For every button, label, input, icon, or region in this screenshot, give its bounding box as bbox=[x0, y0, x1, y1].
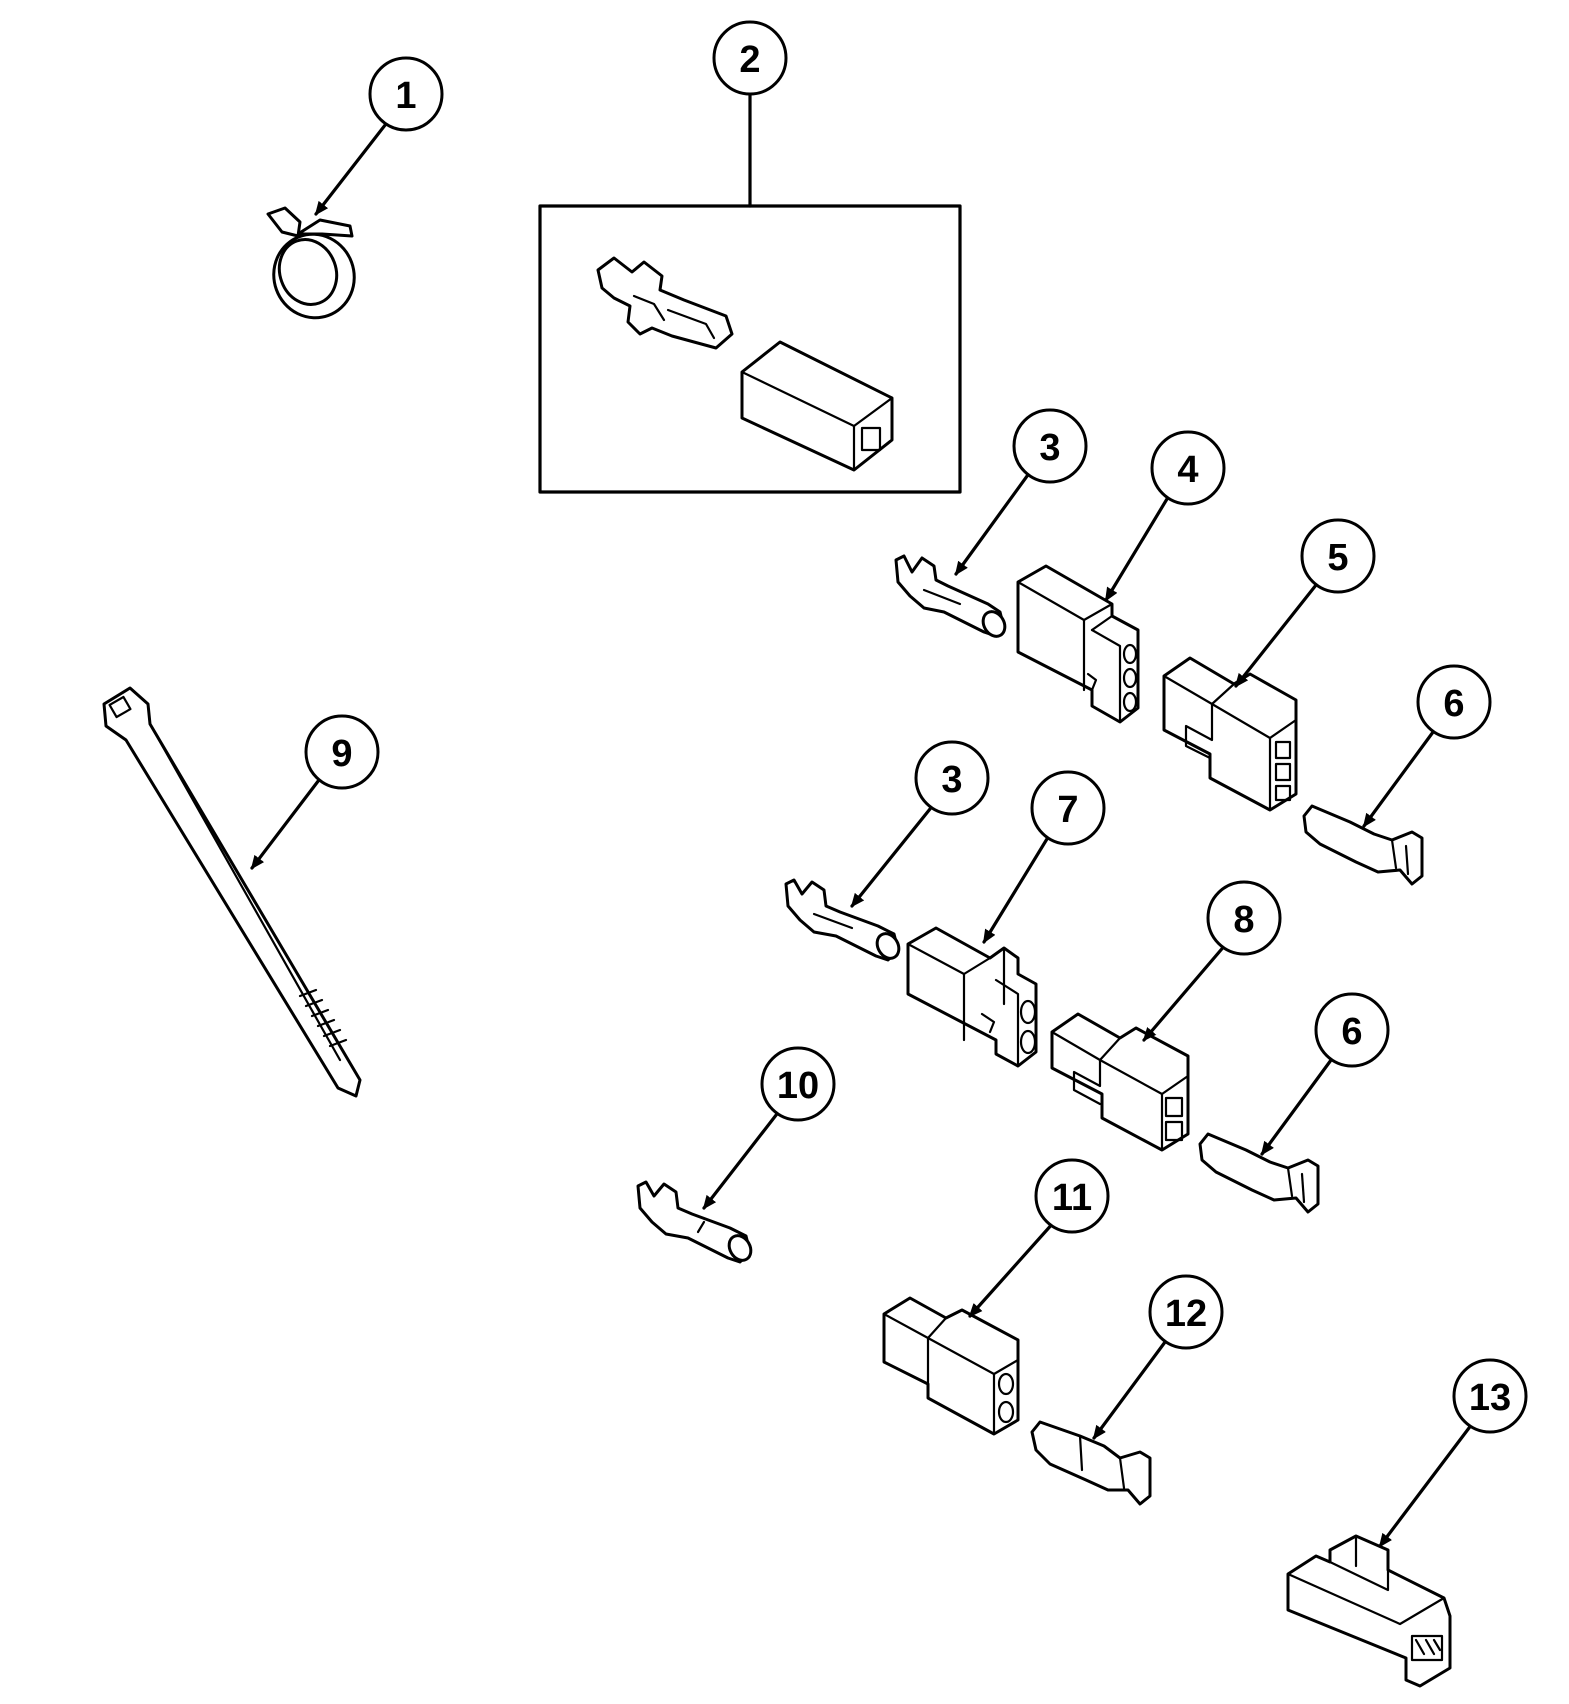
callout-10-label: 10 bbox=[777, 1065, 819, 1107]
part-7-connector-housing bbox=[906, 926, 1038, 1068]
part-6-pin-upper bbox=[1302, 804, 1424, 886]
part-6-pin-lower bbox=[1198, 1132, 1320, 1214]
callout-1: 1 bbox=[314, 56, 444, 216]
callout-13: 13 bbox=[1378, 1358, 1528, 1548]
callout-10: 10 bbox=[702, 1046, 836, 1210]
callout-11: 11 bbox=[968, 1158, 1110, 1318]
part-9-cable-tie bbox=[102, 686, 362, 1098]
callout-3-middle-label: 3 bbox=[941, 759, 962, 801]
callout-7-label: 7 bbox=[1057, 789, 1078, 831]
part-1-hose-clamp bbox=[266, 206, 356, 320]
part-10-terminal bbox=[636, 1180, 753, 1264]
part-2-terminal-kit bbox=[538, 90, 962, 494]
callout-8-label: 8 bbox=[1233, 899, 1254, 941]
callout-12: 12 bbox=[1092, 1274, 1224, 1440]
callout-2-label: 2 bbox=[739, 39, 760, 81]
part-4-connector-housing bbox=[1016, 564, 1140, 724]
callout-9: 9 bbox=[250, 714, 380, 870]
callout-3-middle: 3 bbox=[850, 740, 990, 908]
part-11-connector-housing bbox=[882, 1296, 1020, 1436]
callout-2: 2 bbox=[712, 20, 788, 96]
callout-6-upper: 6 bbox=[1362, 664, 1492, 828]
part-3-terminal-middle bbox=[784, 878, 901, 962]
callout-4-label: 4 bbox=[1177, 449, 1198, 491]
callout-6-lower-label: 6 bbox=[1341, 1011, 1362, 1053]
part-13-connector-block bbox=[1286, 1534, 1452, 1688]
callout-3-upper: 3 bbox=[954, 408, 1088, 576]
callout-12-label: 12 bbox=[1165, 1293, 1207, 1335]
callout-8: 8 bbox=[1142, 880, 1282, 1042]
callout-5-label: 5 bbox=[1327, 537, 1348, 579]
callout-11-label: 11 bbox=[1052, 1177, 1092, 1219]
part-5-receptacle bbox=[1162, 656, 1298, 812]
callout-6-upper-label: 6 bbox=[1443, 683, 1464, 725]
part-8-receptacle bbox=[1050, 1012, 1190, 1152]
callout-9-label: 9 bbox=[331, 733, 352, 775]
callout-7: 7 bbox=[982, 770, 1106, 944]
callout-3-upper-label: 3 bbox=[1039, 427, 1060, 469]
callout-1-label: 1 bbox=[395, 75, 416, 117]
part-3-terminal-upper bbox=[894, 554, 1007, 638]
callout-4: 4 bbox=[1104, 430, 1226, 602]
callout-5: 5 bbox=[1234, 518, 1376, 688]
callout-6-lower: 6 bbox=[1260, 992, 1390, 1156]
part-12-pin bbox=[1030, 1420, 1152, 1506]
callout-13-label: 13 bbox=[1469, 1377, 1511, 1419]
